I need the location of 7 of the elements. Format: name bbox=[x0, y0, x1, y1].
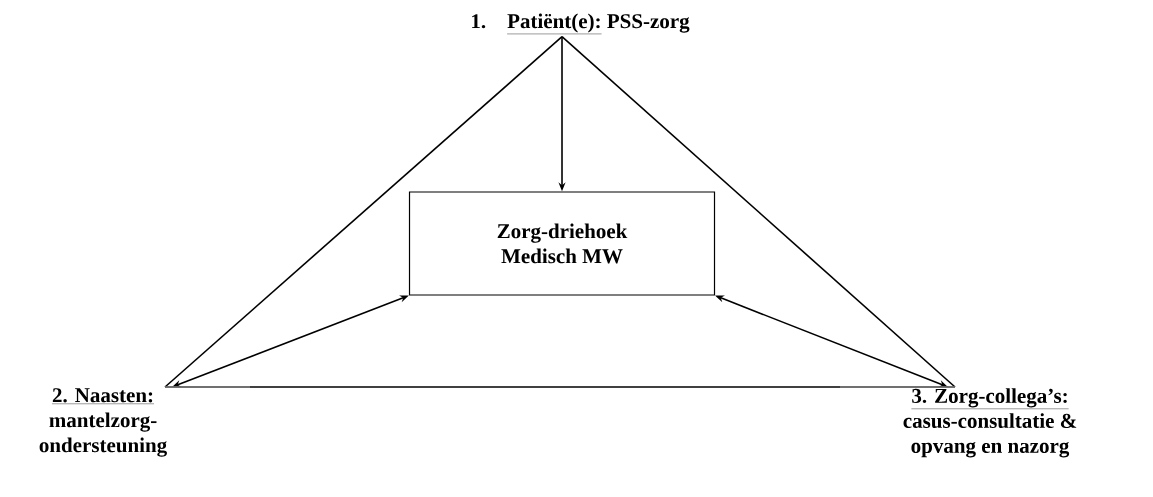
triangle-side bbox=[561, 35, 956, 388]
label-text: 3. Zorg-collega’s: casus-consultatie & opvang en nazorg bbox=[903, 388, 1077, 458]
label-text: 2. Naasten: mantelzorg-ondersteuning bbox=[39, 388, 167, 457]
triangle-base bbox=[164, 386, 956, 388]
heading-text: 1. Patiënt(e): PSS-zorg bbox=[472, 13, 690, 35]
process-box: Zorg-driehoek Medisch MW bbox=[408, 191, 716, 296]
triangle-side bbox=[164, 35, 563, 388]
